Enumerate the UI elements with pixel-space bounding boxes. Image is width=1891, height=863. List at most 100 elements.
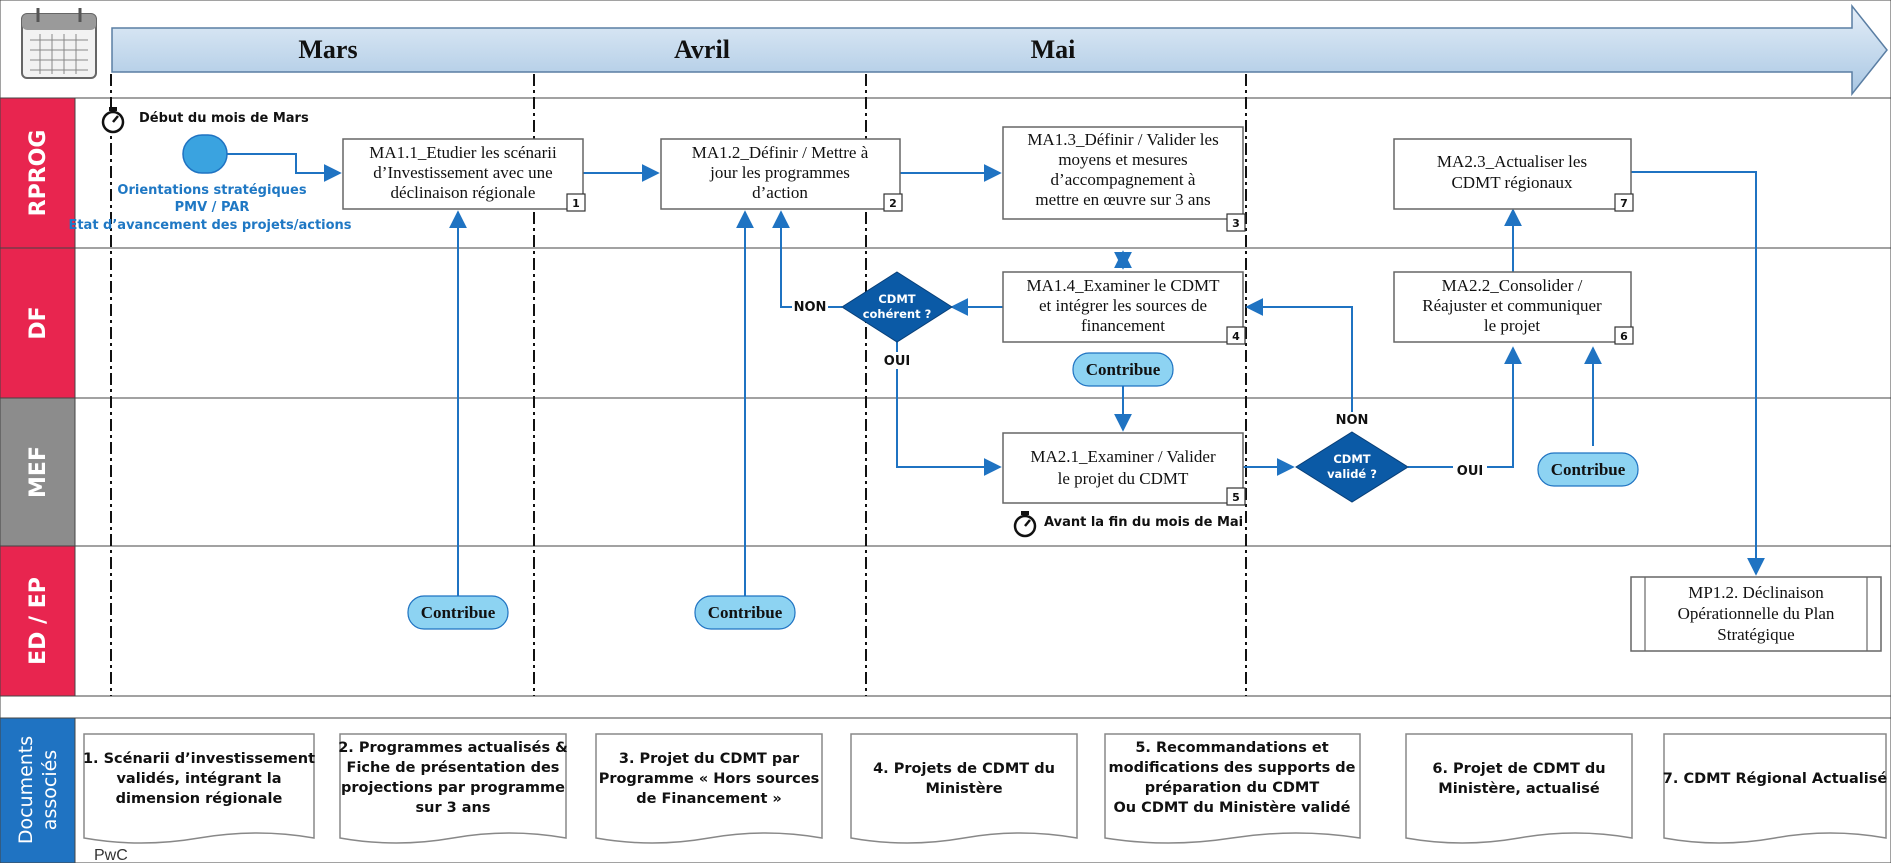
timer-icon-start bbox=[101, 107, 125, 134]
document-1-line-1: 1. Scénarii d’investissement bbox=[83, 751, 315, 767]
step-ma2-2-number: 6 bbox=[1620, 330, 1628, 343]
step-ma1-2-line-3: d’action bbox=[752, 183, 808, 202]
document-6-line-2: Ministère, actualisé bbox=[1438, 781, 1600, 797]
document-4-line-1: 4. Projets de CDMT du bbox=[873, 761, 1055, 777]
document-3-line-2: Programme « Hors sources bbox=[599, 771, 820, 787]
month-mars: Mars bbox=[298, 35, 357, 64]
decision-cdmt-valide: CDMT validé ? bbox=[1295, 431, 1409, 503]
input-line-1: Orientations stratégiques bbox=[117, 183, 306, 198]
contribue-df-label: Contribue bbox=[1086, 360, 1161, 379]
lane-label-rprog: RPROG bbox=[26, 130, 51, 217]
decision-cdmt-valide-line-1: CDMT bbox=[1333, 452, 1370, 466]
contribue-df: Contribue bbox=[1072, 352, 1174, 387]
step-ma1-1-number: 1 bbox=[572, 197, 580, 210]
step-ma1-4-line-3: financement bbox=[1081, 316, 1165, 335]
step-ma1-2-line-1: MA1.2_Définir / Mettre à bbox=[692, 143, 869, 162]
step-ma1-3: MA1.3_Définir / Valider les moyens et me… bbox=[1002, 126, 1246, 232]
input-database-icon bbox=[182, 134, 228, 174]
contribue-mef: Contribue bbox=[1537, 452, 1639, 487]
decision-cdmt-coherent-line-1: CDMT bbox=[878, 292, 915, 306]
contribue-ed-ep-2-label: Contribue bbox=[708, 603, 783, 622]
step-ma2-1-line-2: le projet du CDMT bbox=[1058, 469, 1189, 488]
step-ma1-3-line-4: mettre en œuvre sur 3 ans bbox=[1035, 190, 1210, 209]
edge-label-oui-2: OUI bbox=[1457, 464, 1483, 479]
edge-label-non-2: NON bbox=[1336, 413, 1369, 428]
step-ma2-3-line-2: CDMT régionaux bbox=[1451, 173, 1573, 192]
document-2-line-2: Fiche de présentation des bbox=[347, 760, 560, 776]
step-ma2-3-line-1: MA2.3_Actualiser les bbox=[1437, 152, 1587, 171]
step-ma1-3-line-1: MA1.3_Définir / Valider les bbox=[1027, 130, 1218, 149]
docs-label-line1: Documents bbox=[15, 736, 37, 844]
note-end: Avant la fin du mois de Mai bbox=[1044, 515, 1243, 530]
step-ma2-2-line-1: MA2.2_Consolider / bbox=[1442, 276, 1583, 295]
step-ma1-2-number: 2 bbox=[889, 197, 897, 210]
document-5-line-1: 5. Recommandations et bbox=[1135, 740, 1328, 756]
step-ma2-2-line-2: Réajuster et communiquer bbox=[1422, 296, 1602, 315]
docs-label-line2: associés bbox=[39, 750, 61, 830]
step-ma1-4-line-1: MA1.4_Examiner le CDMT bbox=[1026, 276, 1220, 295]
step-mp1-2: MP1.2. Déclinaison Opérationnelle du Pla… bbox=[1630, 576, 1882, 652]
step-ma1-4-number: 4 bbox=[1232, 330, 1240, 343]
lane-label-mef: MEF bbox=[26, 446, 51, 498]
step-ma1-3-number: 3 bbox=[1232, 217, 1240, 230]
lane-label-df: DF bbox=[26, 306, 51, 339]
step-mp1-2-line-3: Stratégique bbox=[1717, 625, 1794, 644]
step-ma1-3-line-2: moyens et mesures bbox=[1058, 150, 1187, 169]
step-ma2-1-number: 5 bbox=[1232, 491, 1240, 504]
document-2-line-4: sur 3 ans bbox=[415, 800, 490, 816]
step-mp1-2-line-2: Opérationnelle du Plan bbox=[1678, 604, 1835, 623]
step-ma1-4: MA1.4_Examiner le CDMT et intégrer les s… bbox=[1002, 271, 1246, 345]
document-6: 6. Projet de CDMT du Ministère, actualis… bbox=[1405, 733, 1633, 844]
step-ma1-1-line-2: d’Investissement avec une bbox=[373, 163, 552, 182]
document-3-line-3: de Financement » bbox=[636, 791, 782, 807]
document-5: 5. Recommandations et modifications des … bbox=[1104, 733, 1361, 844]
document-7: 7. CDMT Régional Actualisé bbox=[1663, 733, 1888, 844]
document-2: 2. Programmes actualisés & Fiche de prés… bbox=[338, 733, 568, 844]
document-5-line-3: préparation du CDMT bbox=[1145, 780, 1320, 796]
edge-label-non-1: NON bbox=[794, 300, 827, 315]
step-ma1-4-line-2: et intégrer les sources de bbox=[1039, 296, 1207, 315]
document-1: 1. Scénarii d’investissement validés, in… bbox=[83, 733, 315, 844]
step-mp1-2-line-1: MP1.2. Déclinaison bbox=[1688, 583, 1824, 602]
step-ma1-1: MA1.1_Etudier les scénarii d’Investissem… bbox=[342, 138, 586, 212]
input-line-2: PMV / PAR bbox=[175, 200, 250, 215]
calendar-icon bbox=[21, 8, 97, 79]
contribue-ed-ep-1: Contribue bbox=[407, 595, 509, 630]
step-ma2-3: MA2.3_Actualiser les CDMT régionaux 7 bbox=[1393, 138, 1634, 212]
document-4: 4. Projets de CDMT du Ministère bbox=[850, 733, 1078, 844]
contribue-mef-label: Contribue bbox=[1551, 460, 1626, 479]
step-ma2-1: MA2.1_Examiner / Valider le projet du CD… bbox=[1002, 432, 1246, 506]
step-ma1-1-line-1: MA1.1_Etudier les scénarii bbox=[369, 143, 557, 162]
lane-ed-ep: ED / EP bbox=[0, 545, 1891, 697]
footer-text: PwC bbox=[94, 847, 128, 863]
decision-cdmt-coherent-line-2: cohérent ? bbox=[863, 307, 932, 321]
document-6-line-1: 6. Projet de CDMT du bbox=[1432, 761, 1605, 777]
document-3-line-1: 3. Projet du CDMT par bbox=[619, 751, 800, 767]
step-ma1-2: MA1.2_Définir / Mettre à jour les progra… bbox=[660, 138, 903, 212]
step-ma1-1-line-3: déclinaison régionale bbox=[391, 183, 536, 202]
document-2-line-1: 2. Programmes actualisés & bbox=[338, 740, 568, 756]
step-ma1-3-line-3: d’accompagnement à bbox=[1051, 170, 1196, 189]
input-line-3: Etat d’avancement des projets/actions bbox=[68, 218, 351, 233]
lane-label-ed-ep: ED / EP bbox=[26, 577, 51, 665]
decision-cdmt-valide-line-2: validé ? bbox=[1327, 467, 1377, 481]
decision-cdmt-coherent: CDMT cohérent ? bbox=[841, 271, 953, 343]
document-7-line-1: 7. CDMT Régional Actualisé bbox=[1663, 771, 1888, 787]
document-2-line-3: projections par programme bbox=[341, 780, 565, 796]
timer-icon-end bbox=[1013, 511, 1037, 538]
document-5-line-4: Ou CDMT du Ministère validé bbox=[1113, 800, 1350, 816]
step-ma2-1-line-1: MA2.1_Examiner / Valider bbox=[1030, 447, 1216, 466]
step-ma2-3-number: 7 bbox=[1620, 197, 1628, 210]
document-1-line-2: validés, intégrant la bbox=[116, 771, 281, 787]
contribue-ed-ep-2: Contribue bbox=[694, 595, 796, 630]
document-3: 3. Projet du CDMT par Programme « Hors s… bbox=[595, 733, 823, 844]
note-start: Début du mois de Mars bbox=[139, 111, 309, 126]
document-1-line-3: dimension régionale bbox=[116, 791, 283, 807]
step-ma2-2-line-3: le projet bbox=[1484, 316, 1540, 335]
flow-arrows bbox=[227, 153, 1765, 596]
step-ma2-2: MA2.2_Consolider / Réajuster et communiq… bbox=[1393, 271, 1634, 345]
month-avril: Avril bbox=[674, 35, 730, 64]
document-4-line-2: Ministère bbox=[925, 781, 1002, 797]
document-5-line-2: modifications des supports de bbox=[1109, 760, 1356, 776]
